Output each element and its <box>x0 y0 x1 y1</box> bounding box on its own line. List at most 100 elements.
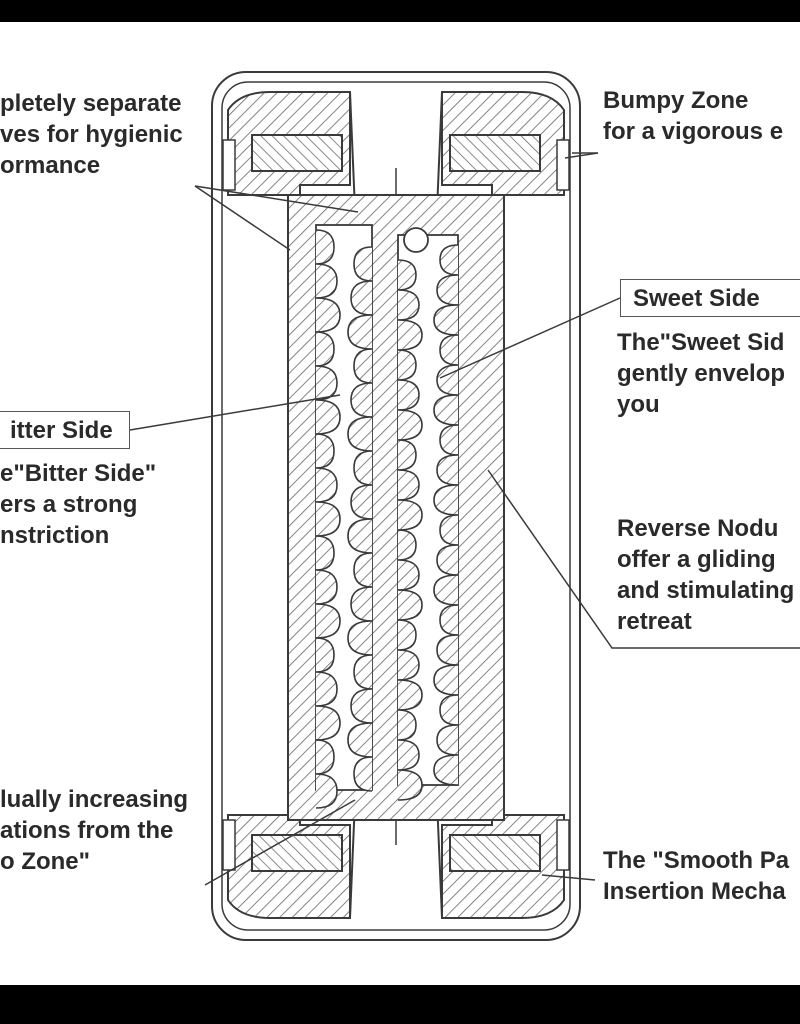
bitter-ridge-right <box>353 654 373 690</box>
sweet-ridge-right <box>436 724 459 756</box>
label-smooth-line2: Insertion Mecha <box>603 878 786 905</box>
bitter-ridge-left <box>315 773 338 809</box>
sweet-ridge-left <box>397 679 423 711</box>
sweet-ridge-right <box>439 424 459 456</box>
sweet-ridge-right <box>433 754 459 786</box>
bitter-ridge-right <box>353 756 373 792</box>
sweet-ridge-left <box>397 709 417 741</box>
label-hygienic: pletely separate ves for hygienic ormanc… <box>0 88 183 181</box>
sweet-ridge-right <box>436 454 459 486</box>
sweet-ridge-right <box>433 664 459 696</box>
bitter-ridge-right <box>347 518 373 554</box>
bitter-ridge-left <box>315 535 335 571</box>
sweet-ridge-left <box>397 589 423 621</box>
sweet-ridge-left <box>397 619 417 651</box>
sweet-side-title: Sweet Side <box>620 279 800 317</box>
top-cap <box>222 91 570 219</box>
bitter-ridge-left <box>315 467 338 503</box>
sweet-ridge-left <box>397 499 423 531</box>
sweet-ridge-left <box>397 469 420 501</box>
bitter-ridge-right <box>350 688 373 724</box>
sweet-ridge-right <box>433 484 459 516</box>
bitter-ridge-right <box>353 450 373 486</box>
label-bumpy-line1: Bumpy Zone <box>603 87 749 114</box>
sweet-ridge-left <box>397 409 423 441</box>
label-reverse-line1: Reverse Nodu <box>617 515 779 542</box>
label-hygienic-line1: pletely separate <box>0 90 182 117</box>
label-sweet-line3: you <box>617 391 660 418</box>
sweet-ridge-right <box>436 544 459 576</box>
label-reverse-line3: and stimulating <box>617 577 795 604</box>
bitter-ridge-right <box>350 382 373 418</box>
bitter-ridge-right <box>347 722 373 758</box>
label-bumpy-zone: Bumpy Zone for a vigorous e <box>603 85 783 147</box>
sweet-ridge-right <box>436 364 459 396</box>
sweet-ridge-left <box>397 439 417 471</box>
sweet-ridge-right <box>436 274 459 306</box>
label-hygienic-line3: ormance <box>0 152 101 179</box>
bottom-cap <box>222 791 570 919</box>
label-reverse-line4: retreat <box>617 608 692 635</box>
label-reverse-line2: offer a gliding <box>617 546 776 573</box>
sweet-ridge-left <box>397 289 420 321</box>
label-hygienic-line2: ves for hygienic <box>0 121 183 148</box>
label-reverse-nodules: Reverse Nodu offer a gliding and stimula… <box>617 513 794 637</box>
bitter-ridge-left <box>315 637 335 673</box>
bitter-ridge-left <box>315 297 341 333</box>
sweet-ridge-left <box>397 379 420 411</box>
bitter-ridge-right <box>353 348 373 384</box>
sweet-ridge-left <box>397 259 417 291</box>
bitter-ridge-left <box>315 739 335 775</box>
sweet-ridge-right <box>439 694 459 726</box>
bitter-ridge-left <box>315 399 341 435</box>
label-sweet-side: The"Sweet Sid gently envelop you <box>617 327 785 420</box>
bitter-ridge-right <box>353 552 373 588</box>
sweet-ridge-right <box>436 634 459 666</box>
outer-casing <box>211 71 581 941</box>
bitter-ridge-right <box>353 246 373 282</box>
sweet-ridge-right <box>439 244 459 276</box>
bitter-ridge-right <box>347 620 373 656</box>
bitter-ridge-left <box>315 501 341 537</box>
label-gradual: lually increasing ations from the o Zone… <box>0 784 188 877</box>
top-black-bar <box>0 0 800 22</box>
bitter-ridge-left <box>315 263 338 299</box>
sweet-ridge-left <box>397 769 423 801</box>
bitter-ridge-left <box>315 705 341 741</box>
bitter-side-ridges <box>315 229 373 809</box>
bitter-ridge-left <box>315 365 338 401</box>
bitter-ridge-left <box>315 569 338 605</box>
bitter-ridge-right <box>350 586 373 622</box>
sweet-ridge-left <box>397 559 420 591</box>
label-sweet-line1: The"Sweet Sid <box>617 329 785 356</box>
label-bitter-line1: e"Bitter Side" <box>0 460 157 487</box>
sweet-ridge-left <box>397 349 417 381</box>
bitter-ridge-right <box>350 280 373 316</box>
label-smooth-insertion: The "Smooth Pa Insertion Mecha <box>603 845 789 907</box>
bitter-side-title: itter Side <box>0 411 130 449</box>
bottom-black-bar <box>0 985 800 1024</box>
bitter-ridge-left <box>315 433 335 469</box>
label-sweet-line2: gently envelop <box>617 360 786 387</box>
inner-casing <box>221 81 571 931</box>
leader-lines <box>129 152 800 886</box>
sweet-ridge-left <box>397 739 420 771</box>
bitter-ridge-right <box>347 416 373 452</box>
bitter-ridge-left <box>315 603 341 639</box>
sweet-ridge-right <box>433 394 459 426</box>
bitter-ridge-left <box>315 671 338 707</box>
bitter-ridge-left <box>315 229 335 265</box>
label-smooth-line1: The "Smooth Pa <box>603 847 790 874</box>
sweet-ridge-left <box>397 649 420 681</box>
bitter-ridge-right <box>347 314 373 350</box>
label-gradual-line3: o Zone" <box>0 848 91 875</box>
sweet-ridge-left <box>397 529 417 561</box>
bitter-ridge-right <box>350 484 373 520</box>
sweet-ridge-right <box>439 604 459 636</box>
sweet-ridge-right <box>439 334 459 366</box>
bitter-ridge-left <box>315 331 335 367</box>
label-gradual-line2: ations from the <box>0 817 174 844</box>
label-bumpy-line2: for a vigorous e <box>603 118 784 145</box>
label-bitter-line3: nstriction <box>0 522 110 549</box>
